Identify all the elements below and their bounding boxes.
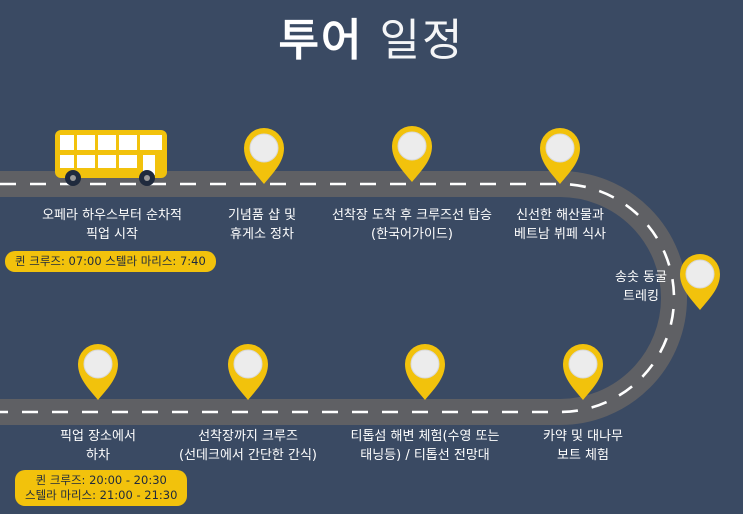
location-pin-icon <box>563 344 603 400</box>
stop-label-line: 픽업 시작 <box>86 227 138 242</box>
stop-label-cruise-to-pier: 선착장까지 크루즈 (선데크에서 간단한 간식) <box>179 427 317 465</box>
stop-label-line: 송솟 동굴 <box>615 270 667 285</box>
location-pin-icon <box>540 128 580 184</box>
stop-label-line: 선착장 도착 후 크루즈선 탑승 <box>331 208 493 223</box>
stop-label-line: 카약 및 대나무 <box>542 429 624 444</box>
stop-label-line: 신선한 해산물과 <box>516 208 604 223</box>
stop-label-line: 트레킹 <box>623 289 659 304</box>
stop-label-line: 오페라 하우스부터 순차적 <box>42 208 182 223</box>
location-pin-icon <box>392 126 432 182</box>
location-pin-icon <box>78 344 118 400</box>
stop-label-line: (선데크에서 간단한 간식) <box>178 448 318 463</box>
stop-label-cruise-boarding: 선착장 도착 후 크루즈선 탑승 (한국어가이드) <box>332 206 492 244</box>
stop-label-line: (한국어가이드) <box>371 227 453 242</box>
location-pin-icon <box>244 128 284 184</box>
stop-label-line: 베트남 뷔페 식사 <box>514 227 606 242</box>
dropoff-time-line: 퀸 크루즈: 20:00 - 20:30 <box>35 473 167 487</box>
stop-label-line: 보트 체험 <box>557 448 609 463</box>
title-light: 일정 <box>379 15 465 66</box>
pickup-time-badge: 퀸 크루즈: 07:00 스텔라 마리스: 7:40 <box>5 251 216 272</box>
stop-label-line: 태닝등) / 티톱선 전망대 <box>360 448 490 463</box>
dropoff-time-badge: 퀸 크루즈: 20:00 - 20:30 스텔라 마리스: 21:00 - 21… <box>15 470 188 506</box>
road-center-line <box>0 182 676 414</box>
stop-label-line: 티톱섬 해변 체험(수영 또는 <box>350 429 500 444</box>
stop-label-line: 하차 <box>86 448 110 463</box>
pickup-time-text: 퀸 크루즈: 07:00 스텔라 마리스: 7:40 <box>15 254 206 268</box>
location-pin-icon <box>405 344 445 400</box>
stop-label-line: 기념품 샵 및 <box>227 208 297 223</box>
stop-label-line: 휴게소 정차 <box>230 227 294 242</box>
double-decker-bus-icon <box>55 130 167 186</box>
page-title: 투어 일정 <box>0 4 743 68</box>
stop-label-pickup-start: 오페라 하우스부터 순차적 픽업 시작 <box>42 206 182 244</box>
location-pin-icon <box>680 254 720 310</box>
stop-label-kayak: 카약 및 대나무 보트 체험 <box>543 427 623 465</box>
stop-label-titop-island: 티톱섬 해변 체험(수영 또는 태닝등) / 티톱선 전망대 <box>350 427 499 465</box>
stop-label-line: 선착장까지 크루즈 <box>198 429 298 444</box>
location-pin-icon <box>228 344 268 400</box>
stop-label-cave-trekking: 송솟 동굴 트레킹 <box>615 268 667 306</box>
stop-label-souvenir: 기념품 샵 및 휴게소 정차 <box>228 206 296 244</box>
stop-label-line: 픽업 장소에서 <box>60 429 136 444</box>
dropoff-time-line: 스텔라 마리스: 21:00 - 21:30 <box>25 488 178 502</box>
title-bold: 투어 <box>278 15 364 66</box>
stop-label-dropoff: 픽업 장소에서 하차 <box>60 427 136 465</box>
stop-label-buffet: 신선한 해산물과 베트남 뷔페 식사 <box>514 206 606 244</box>
